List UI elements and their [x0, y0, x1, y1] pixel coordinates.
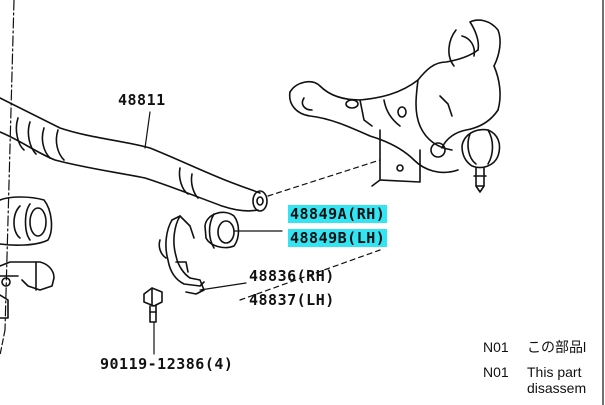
- bracket-left: [0, 261, 55, 319]
- part-number-48837[interactable]: 48837(LH): [249, 291, 335, 309]
- part-number-48849b[interactable]: 48849B(LH): [288, 228, 388, 248]
- bracket-48836: [158, 215, 205, 295]
- assembly-line-bracket: [239, 249, 381, 301]
- part-number-48849a-label: 48849A(RH): [288, 205, 388, 223]
- leader-48811: [144, 111, 151, 149]
- lower-control-arm: [288, 19, 501, 193]
- note-english: N01 This part: [483, 364, 581, 381]
- note-text: This part: [527, 364, 582, 380]
- note-japanese: N01 この部品l: [483, 339, 586, 356]
- leader-48836: [199, 282, 247, 291]
- bolt-90119: [143, 287, 163, 323]
- note-code: N01: [483, 364, 509, 380]
- part-number-90119[interactable]: 90119-12386(4): [100, 355, 234, 373]
- part-number-48836[interactable]: 48836(RH): [249, 267, 335, 285]
- note-text: この部品l: [527, 339, 587, 355]
- stabilizer-bar-48811: [0, 97, 268, 212]
- reference-line-bottom-left: [0, 329, 6, 356]
- part-number-48849a[interactable]: 48849A(RH): [288, 204, 388, 224]
- note-english-line2: disassem: [527, 380, 587, 396]
- reference-line-left: [4, 0, 15, 331]
- part-number-48811[interactable]: 48811: [118, 91, 166, 109]
- bushing-48849: [204, 211, 240, 249]
- part-number-48849b-label: 48849B(LH): [288, 229, 388, 247]
- assembly-line-bar: [267, 159, 381, 197]
- bushing-left: [0, 196, 53, 246]
- note-code: N01: [483, 339, 509, 355]
